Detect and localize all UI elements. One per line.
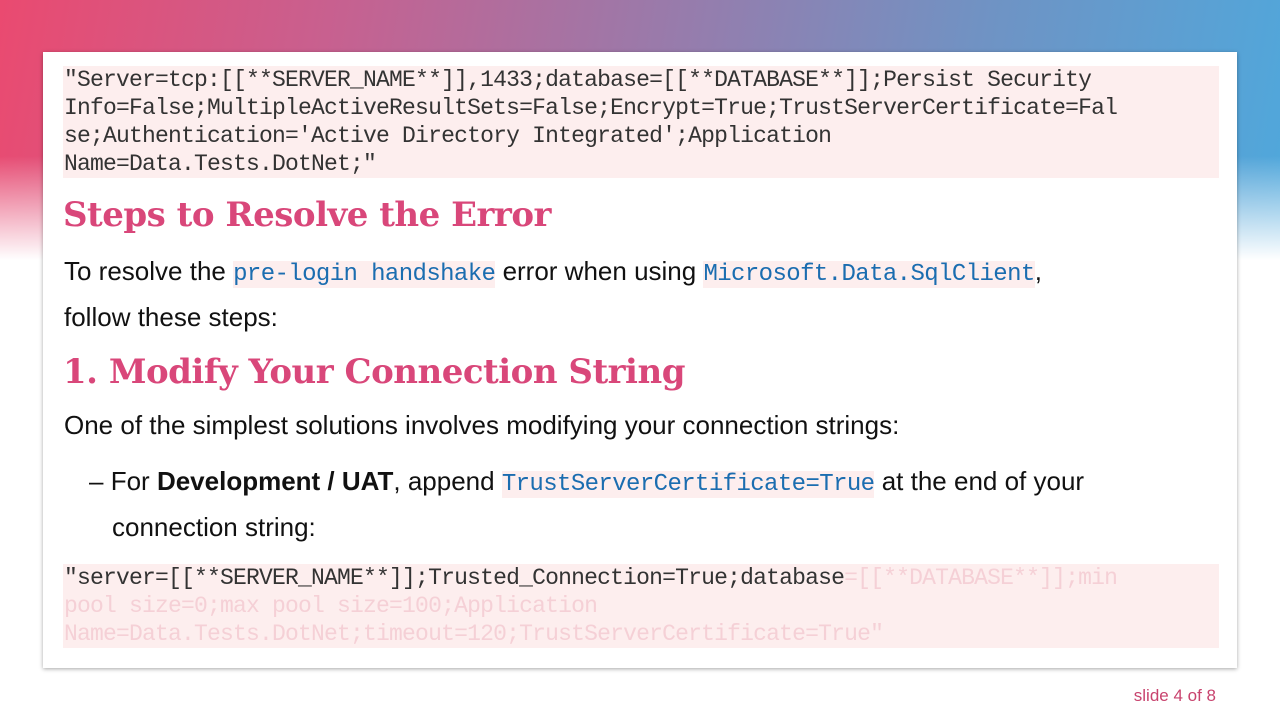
bold-text: Development / UAT [156, 466, 394, 496]
heading-modify-connection-string: 1. Modify Your Connection String [63, 352, 685, 392]
code-block-dev-connection-string: "server=[[**SERVER_NAME**]];Trusted_Conn… [63, 564, 1219, 648]
code-text: "server=[[**SERVER_NAME**]];Trusted_Conn… [64, 565, 845, 591]
code-line: se;Authentication='Active Directory Inte… [64, 123, 832, 149]
text: To resolve the [64, 256, 234, 286]
paragraph: One of the simplest solutions involves m… [64, 410, 900, 440]
code-text-faded: Name=Data.Tests.DotNet;timeout=120;Trust… [64, 621, 884, 647]
text: , [1034, 256, 1042, 286]
code-text-faded: =[[**DATABASE**]];min [844, 565, 1118, 591]
text: connection string: [112, 512, 316, 542]
code-line: Info=False;MultipleActiveResultSets=Fals… [64, 95, 1118, 121]
slide-counter: slide 4 of 8 [1133, 686, 1216, 705]
bullet-item: – For Development / UAT, append TrustSer… [89, 460, 1084, 548]
intro-paragraph: To resolve the pre-login handshake error… [64, 250, 1042, 338]
text: error when using [495, 256, 704, 286]
code-block-connection-string: "Server=tcp:[[**SERVER_NAME**]],1433;dat… [63, 66, 1219, 178]
inline-code: pre-login handshake [233, 261, 496, 288]
heading-steps: Steps to Resolve the Error [63, 195, 551, 235]
text: follow these steps: [64, 302, 278, 332]
bullet-marker: – [89, 466, 104, 496]
code-line: Name=Data.Tests.DotNet;" [64, 151, 377, 177]
inline-code: TrustServerCertificate=True [501, 471, 875, 498]
code-line: "Server=tcp:[[**SERVER_NAME**]],1433;dat… [64, 67, 1092, 93]
text: , append [393, 466, 502, 496]
text: For [110, 466, 157, 496]
code-text-faded: pool size=0;max pool size=100;Applicatio… [64, 593, 598, 619]
slide-content: "Server=tcp:[[**SERVER_NAME**]],1433;dat… [43, 52, 1237, 668]
text: at the end of your [874, 466, 1085, 496]
inline-code: Microsoft.Data.SqlClient [703, 261, 1035, 288]
